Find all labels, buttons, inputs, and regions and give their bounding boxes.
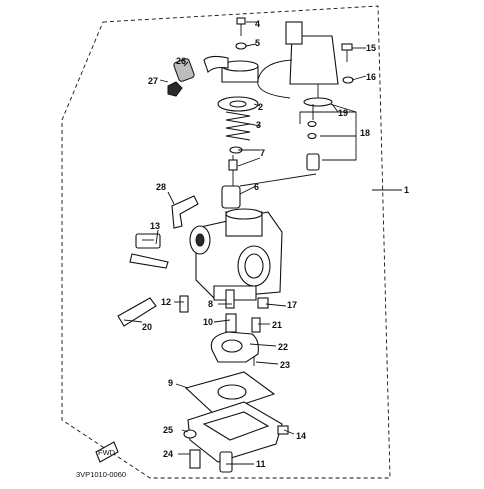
label-part-10: 10 bbox=[203, 317, 213, 327]
label-part-13: 13 bbox=[150, 221, 160, 231]
label-part-1: 1 bbox=[404, 185, 409, 195]
fwd-arrow-icon: FWD bbox=[95, 441, 119, 463]
label-part-25: 25 bbox=[163, 425, 173, 435]
label-part-4: 4 bbox=[255, 19, 260, 29]
label-part-26: 26 bbox=[176, 56, 186, 66]
label-part-21: 21 bbox=[272, 320, 282, 330]
part-labels: 1 2 3 4 5 6 7 8 9 10 11 12 13 14 15 16 1… bbox=[142, 19, 409, 469]
label-part-22: 22 bbox=[278, 342, 288, 352]
leader-lines bbox=[123, 21, 402, 465]
label-part-8: 8 bbox=[208, 299, 213, 309]
starter-plunger-assembly bbox=[257, 21, 354, 171]
label-part-23: 23 bbox=[280, 360, 290, 370]
label-part-12: 12 bbox=[161, 297, 171, 307]
label-part-16: 16 bbox=[366, 72, 376, 82]
label-part-6: 6 bbox=[254, 182, 259, 192]
label-part-20: 20 bbox=[142, 322, 152, 332]
assembly-boundary bbox=[61, 5, 391, 479]
fwd-marker: FWD bbox=[98, 448, 116, 457]
label-part-7: 7 bbox=[260, 148, 265, 158]
label-part-28: 28 bbox=[156, 182, 166, 192]
label-part-18: 18 bbox=[360, 128, 370, 138]
label-part-11: 11 bbox=[256, 459, 266, 469]
label-part-5: 5 bbox=[255, 38, 260, 48]
label-part-15: 15 bbox=[366, 43, 376, 53]
label-part-24: 24 bbox=[163, 449, 173, 459]
body-fittings bbox=[117, 195, 269, 333]
carburetor-body bbox=[189, 208, 283, 301]
label-part-2: 2 bbox=[258, 102, 263, 112]
drawing-code: 3VP1010-0060 bbox=[76, 470, 126, 479]
label-part-9: 9 bbox=[168, 378, 173, 388]
throttle-cap-assembly bbox=[167, 17, 259, 209]
float-and-bowl bbox=[183, 331, 289, 473]
label-part-27: 27 bbox=[148, 76, 158, 86]
label-part-14: 14 bbox=[296, 431, 306, 441]
label-part-17: 17 bbox=[287, 300, 297, 310]
label-part-3: 3 bbox=[256, 120, 261, 130]
label-part-19: 19 bbox=[338, 108, 348, 118]
